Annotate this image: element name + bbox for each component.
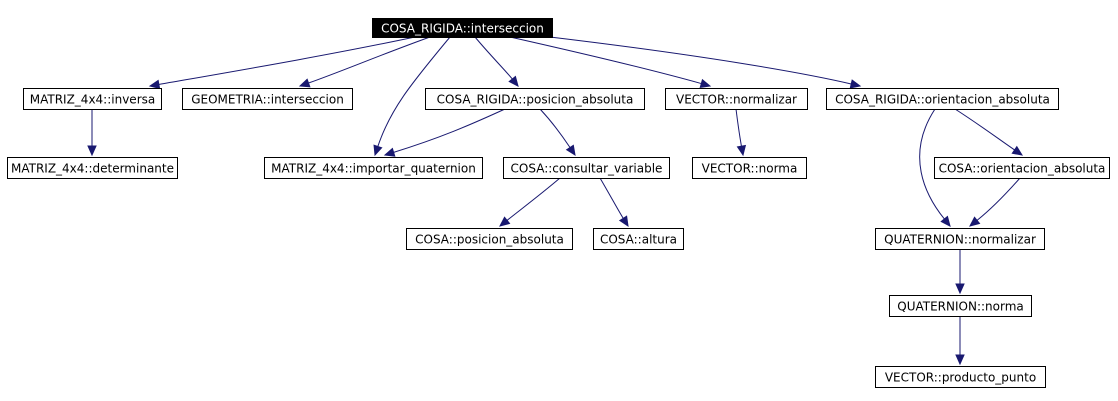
edge-v_norm-to-v_norma [735,108,747,157]
arrowhead-icon [736,144,747,157]
edge-root-to-cr_pos [474,36,519,87]
node-box [934,157,1110,179]
node-box [264,157,483,179]
node-label: MATRIZ_4x4::determinante [11,162,174,176]
node-label: COSA_RIGIDA::interseccion [381,22,544,36]
node-label: COSA::posicion_absoluta [415,233,564,247]
arrowhead-icon [1011,145,1024,156]
arrowhead-icon [499,216,511,227]
edge-root-to-m_inv [148,36,416,90]
edge-cr_pos-to-c_cons [539,108,576,157]
edge-cr_ori-to-c_ori [954,108,1024,156]
node-label: VECTOR::norma [702,162,798,176]
node-label: COSA::orientacion_absoluta [939,162,1106,176]
node-box [826,88,1059,110]
arrowhead-icon [383,147,396,157]
edge-line [549,36,852,85]
node-q-norm[interactable]: QUATERNION::normalizar [875,228,1045,250]
node-box [875,228,1045,250]
edge-cr_ori-to-q_norm [919,108,951,227]
arrowhead-icon [955,354,965,366]
node-label: COSA_RIGIDA::posicion_absoluta [437,93,634,107]
node-label: VECTOR::producto_punto [885,371,1036,385]
node-box [875,366,1046,388]
node-box [593,228,684,250]
edge-m_inv-to-m_det [87,109,97,157]
arrowhead-icon [955,283,965,295]
arrowhead-icon [969,216,981,227]
edge-line [954,108,1015,151]
edge-line [506,177,561,221]
edge-root-to-v_norm [509,36,712,89]
node-q-norma[interactable]: QUATERNION::norma [889,295,1032,317]
node-geo-int[interactable]: GEOMETRIA::interseccion [182,88,353,110]
node-c-ori[interactable]: COSA::orientacion_absoluta [934,157,1110,179]
nodes-layer: COSA_RIGIDA::interseccionMATRIZ_4x4::inv… [7,18,1110,388]
node-m-det[interactable]: MATRIZ_4x4::determinante [7,157,178,179]
node-c-cons[interactable]: COSA::consultar_variable [503,157,670,179]
arrowhead-icon [298,78,311,88]
node-v-pp[interactable]: VECTOR::producto_punto [875,366,1046,388]
arrowhead-icon [148,79,161,90]
node-m-inv[interactable]: MATRIZ_4x4::inversa [23,88,162,110]
node-label: QUATERNION::normalizar [884,233,1036,247]
edge-line [393,108,506,153]
node-label: COSA_RIGIDA::orientacion_absoluta [835,93,1050,107]
arrowhead-icon [699,78,712,89]
arrowhead-icon [618,215,629,228]
arrowhead-icon [373,144,383,157]
node-box [372,18,553,38]
edge-c_cons-to-c_alt [599,177,629,228]
node-root[interactable]: COSA_RIGIDA::interseccion [372,18,553,38]
node-v-norm[interactable]: VECTOR::normalizar [665,88,808,110]
arrowhead-icon [849,79,862,89]
node-label: GEOMETRIA::interseccion [191,93,344,107]
edge-q_norma-to-v_pp [955,316,965,366]
node-label: QUATERNION::norma [897,300,1024,314]
edge-root-to-cr_ori [549,36,862,89]
edge-line [919,108,945,220]
edge-c_ori-to-q_norm [969,177,1021,227]
edge-line [377,36,451,147]
edge-line [735,108,742,147]
edge-q_norm-to-q_norma [955,249,965,295]
node-c-alt[interactable]: COSA::altura [593,228,684,250]
arrowhead-icon [87,145,97,157]
node-box [425,88,645,110]
node-label: COSA::altura [600,233,677,247]
node-label: COSA::consultar_variable [511,162,663,176]
node-cr-pos[interactable]: COSA_RIGIDA::posicion_absoluta [425,88,645,110]
node-box [889,295,1032,317]
node-box [23,88,162,110]
edge-line [599,177,624,219]
edge-c_cons-to-c_pos [499,177,561,227]
edges-layer [87,36,1024,366]
node-label: MATRIZ_4x4::inversa [30,93,155,107]
edge-line [976,177,1021,221]
node-cr-ori[interactable]: COSA_RIGIDA::orientacion_absoluta [826,88,1059,110]
node-box [665,88,808,110]
edge-line [509,36,702,85]
arrowhead-icon [508,75,519,87]
edge-line [308,36,431,84]
node-m-imp[interactable]: MATRIZ_4x4::importar_quaternion [264,157,483,179]
node-c-pos[interactable]: COSA::posicion_absoluta [406,228,573,250]
edge-line [158,36,416,85]
edge-line [539,108,571,148]
edge-line [474,36,513,80]
node-label: VECTOR::normalizar [676,93,797,107]
arrowhead-icon [940,215,951,227]
node-box [182,88,353,110]
node-box [692,157,807,179]
node-box [7,157,178,179]
node-v-norma[interactable]: VECTOR::norma [692,157,807,179]
node-label: MATRIZ_4x4::importar_quaternion [271,162,476,176]
edge-root-to-m_imp [373,36,451,157]
node-box [406,228,573,250]
node-box [503,157,670,179]
arrowhead-icon [565,144,576,157]
edge-root-to-geo_int [298,36,431,88]
edge-cr_pos-to-m_imp [383,108,506,157]
